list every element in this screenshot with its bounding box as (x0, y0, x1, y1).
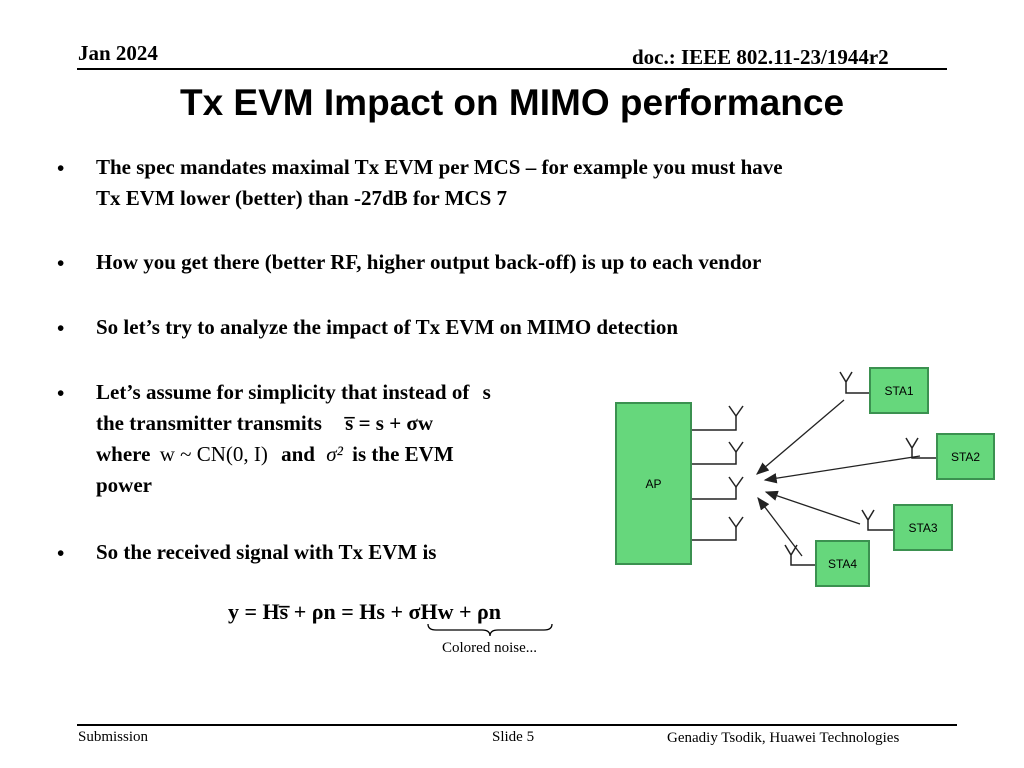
sta2-box: STA2 (936, 433, 995, 480)
rx-equation: y = Hs̅ + ρn = Hs + σHw + ρn (228, 599, 502, 624)
sta3-label: STA3 (908, 520, 938, 535)
bullet-marker: • (57, 381, 65, 405)
brace-label: Colored noise... (442, 640, 537, 656)
ap-label: AP (645, 476, 662, 491)
bullet-1: The spec mandates maximal Tx EVM per MCS… (96, 152, 783, 214)
bullet-4-and: and (281, 442, 315, 466)
bullet-2: How you get there (better RF, higher out… (96, 250, 762, 274)
sta1-label: STA1 (884, 383, 914, 398)
sta2-label: STA2 (950, 449, 981, 464)
sta4-label: STA4 (827, 556, 858, 571)
bullet-3: So let’s try to analyze the impact of Tx… (96, 315, 679, 339)
bullet-1-line-2: Tx EVM lower (better) than -27dB for MCS… (96, 186, 508, 210)
sta3-box: STA3 (893, 504, 953, 551)
bullet-4-where: where (96, 442, 151, 466)
footer-submission: Submission (78, 729, 149, 745)
ap-box: AP (615, 402, 692, 565)
header-rule (77, 68, 947, 70)
sigma-squared: σ² (326, 442, 343, 466)
bullet-4-evm: is the EVM (352, 442, 454, 466)
tx-equation: s̅ = s + σw (345, 411, 434, 435)
antenna-icon (728, 405, 744, 529)
bullet-4-line-2-text: the transmitter transmits (96, 411, 322, 435)
bullet-4-line-3: where w ~ CN(0, I) and σ² is the EVM (96, 439, 596, 470)
bullet-4: Let’s assume for simplicity that instead… (96, 377, 596, 501)
footer-slide-number: Slide 5 (492, 729, 535, 745)
bullet-5: So the received signal with Tx EVM is (96, 540, 437, 564)
signal-arrows (756, 399, 921, 557)
bullet-marker: • (57, 251, 65, 275)
header-date: Jan 2024 (78, 41, 158, 65)
symbol-s: s (482, 380, 491, 404)
header-doc-id: doc.: IEEE 802.11-23/1944r2 (632, 45, 889, 69)
underbrace (427, 623, 553, 637)
bullet-4-line-4: power (96, 473, 152, 497)
bullet-4-line-1-text: Let’s assume for simplicity that instead… (96, 380, 470, 404)
w-distribution: w ~ CN(0, I) (159, 442, 268, 466)
slide-title: Tx EVM Impact on MIMO performance (179, 82, 845, 123)
station-antennas (784, 371, 937, 566)
bullet-4-line-2: the transmitter transmits s̅ = s + σw (96, 408, 596, 439)
bullet-marker: • (57, 316, 65, 340)
sta1-box: STA1 (869, 367, 929, 414)
bullet-1-line-1: The spec mandates maximal Tx EVM per MCS… (96, 155, 783, 179)
ap-antenna-feeds (691, 416, 737, 541)
footer-rule (77, 724, 957, 726)
mimo-diagram (691, 371, 937, 566)
sta4-box: STA4 (815, 540, 870, 587)
bullet-marker: • (57, 541, 65, 565)
footer-author: Genadiy Tsodik, Huawei Technologies (667, 730, 900, 746)
bullet-marker: • (57, 156, 65, 180)
bullet-4-line-1: Let’s assume for simplicity that instead… (96, 377, 596, 408)
